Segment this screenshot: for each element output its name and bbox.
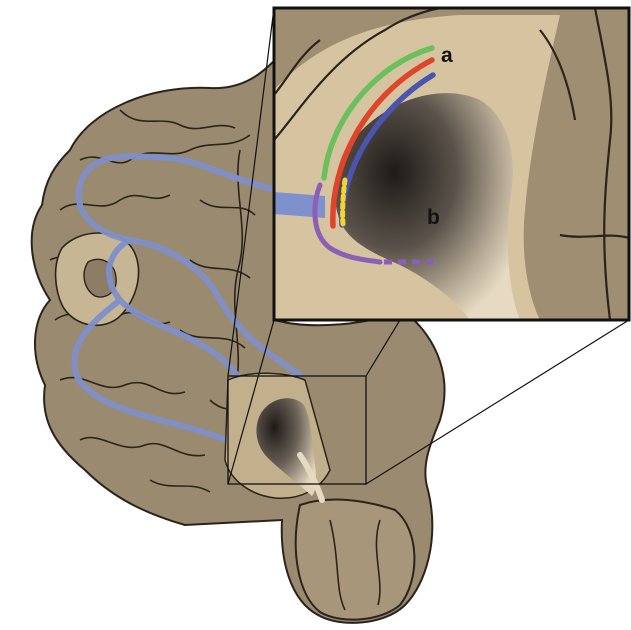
zoom-inset: a b (274, 8, 629, 320)
brainstem (296, 500, 415, 620)
label-a: a (441, 44, 453, 67)
label-b: b (427, 206, 440, 229)
